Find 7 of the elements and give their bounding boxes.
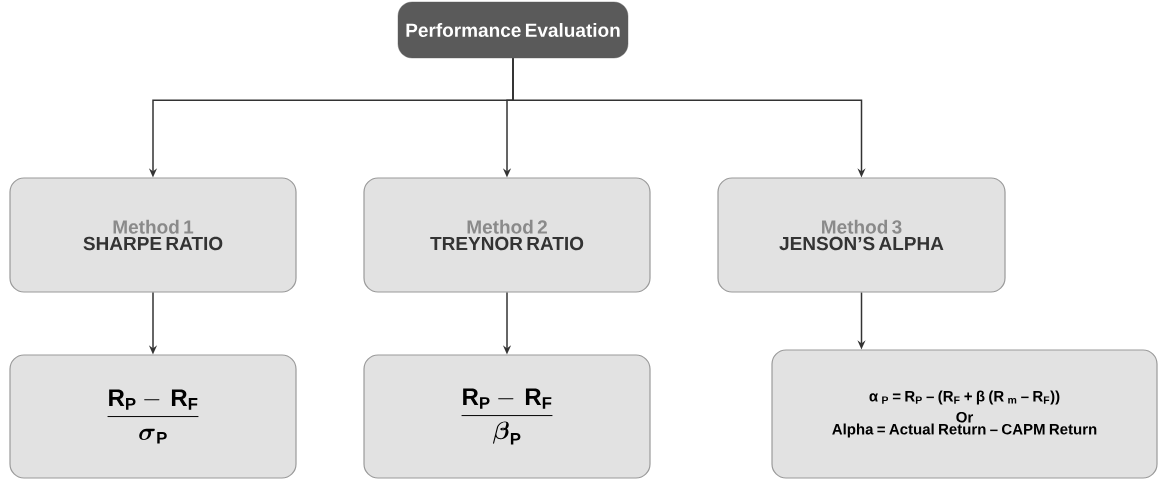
method-box: Method 2 TREYNOR RATIO (363, 177, 651, 293)
formula-box: α $_{P}$ = R$_{P}$ – (R$_{F}$ + β (R $_{m}$ – R$_{F}$)) Or Alpha = Actual Return – CAPM Return (771, 349, 1158, 479)
formula-box: $\frac{\mathbf{R_P} - \ \mathbf{R_F}}{\boldsymbol{\sigma}_\mathbf{P}}$ (9, 354, 297, 479)
title-box: Performance Evaluation (397, 1, 629, 59)
method-box: Method 1 SHARPE RATIO (9, 177, 297, 293)
formula-box: $\frac{\mathbf{R_P} - \ \mathbf{R_F}}{\boldsymbol{\beta}_\mathbf{P}}$ (363, 354, 651, 479)
method-box: Method 3 JENSON’S ALPHA (717, 177, 1006, 293)
